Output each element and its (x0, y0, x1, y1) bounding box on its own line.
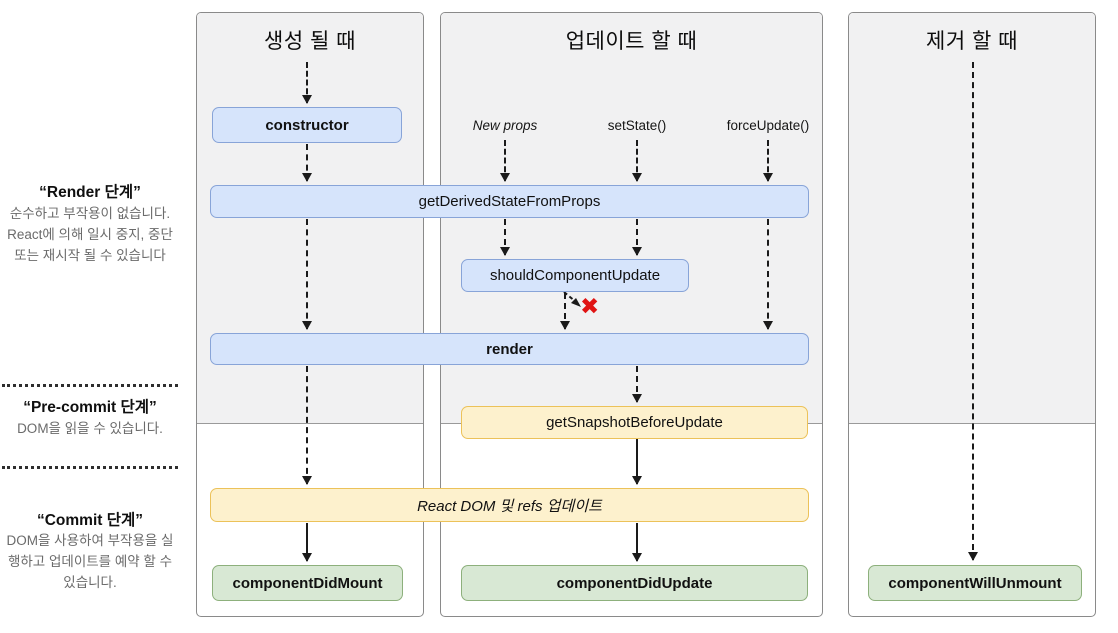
arrowhead-icon (632, 476, 642, 485)
commit-phase-description: DOM을 사용하여 부작용을 실행하고 업데이트를 예약 할 수 있습니다. (6, 533, 174, 590)
commit-phase-title: “Commit 단계” (36, 512, 144, 529)
arrow-mount-start (302, 62, 312, 104)
arrow-scu-abort-branch (563, 291, 581, 307)
trigger-set-state: setState() (607, 118, 667, 133)
node-get-snapshot-before-update: getSnapshotBeforeUpdate (461, 406, 808, 439)
arrowhead-icon (632, 247, 642, 256)
arrow-scu-to-render (560, 293, 570, 330)
arrow-unmount-to-cwu (968, 62, 978, 561)
arrow-newprops-to-gdsfp (500, 140, 510, 182)
arrow-gdsfp-to-render-mount (302, 219, 312, 330)
arrowhead-icon (632, 553, 642, 562)
arrowhead-icon (763, 321, 773, 330)
arrow-newprops-to-scu (500, 219, 510, 256)
node-constructor: constructor (212, 107, 402, 143)
trigger-new-props: New props (472, 118, 538, 133)
node-get-derived-state-from-props: getDerivedStateFromProps (210, 185, 809, 218)
node-should-component-update: shouldComponentUpdate (461, 259, 689, 292)
render-phase-description: 순수하고 부작용이 없습니다. React에 의해 일시 중지, 중단 또는 재… (7, 206, 173, 263)
panel-update: 업데이트 할 때 (440, 12, 823, 617)
arrow-reactdom-to-cdu (632, 523, 642, 562)
node-component-will-unmount: componentWillUnmount (868, 565, 1082, 601)
arrowhead-icon (632, 173, 642, 182)
arrow-constructor-to-gdsfp (302, 144, 312, 182)
arrowhead-icon (302, 321, 312, 330)
arrowhead-icon (500, 173, 510, 182)
arrowhead-icon (560, 321, 570, 330)
arrowhead-icon (968, 552, 978, 561)
arrow-gsbu-to-reactdom (632, 439, 642, 485)
arrowhead-icon (302, 173, 312, 182)
node-component-did-mount: componentDidMount (212, 565, 403, 601)
trigger-force-update: forceUpdate() (726, 118, 810, 133)
node-react-dom-refs-update: React DOM 및 refs 업데이트 (210, 488, 809, 522)
arrow-reactdom-to-cdm (302, 523, 312, 562)
arrow-setstate-to-gdsfp (632, 140, 642, 182)
phase-divider-bottom (2, 466, 178, 469)
arrowhead-icon (302, 95, 312, 104)
arrowhead-icon (302, 553, 312, 562)
arrowhead-icon (632, 394, 642, 403)
panel-unmount-title: 제거 할 때 (926, 30, 1018, 53)
arrowhead-icon (763, 173, 773, 182)
arrowhead-icon (302, 476, 312, 485)
node-component-did-update: componentDidUpdate (461, 565, 808, 601)
node-render: render (210, 333, 809, 365)
arrow-render-to-reactdom-mount (302, 366, 312, 485)
arrow-render-to-gsbu (632, 366, 642, 403)
abort-x-icon: ✖ (580, 293, 600, 319)
render-phase-title: “Render 단계” (39, 184, 141, 201)
arrow-forceupdate-to-render (763, 219, 773, 330)
phase-divider-top (2, 384, 178, 387)
arrow-forceupdate-to-gdsfp (763, 140, 773, 182)
arrowhead-icon (500, 247, 510, 256)
panel-mount-title: 생성 될 때 (264, 30, 356, 53)
precommit-phase-title: “Pre-commit 단계” (23, 399, 157, 416)
arrow-setstate-to-scu (632, 219, 642, 256)
panel-update-title: 업데이트 할 때 (565, 30, 698, 53)
precommit-phase-description: DOM을 읽을 수 있습니다. (17, 421, 163, 436)
